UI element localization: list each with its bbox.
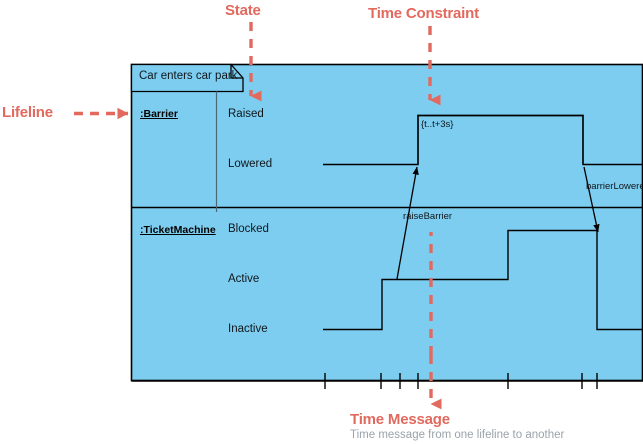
time-axis-ticks <box>324 373 598 389</box>
message-raisebarrier <box>396 166 419 280</box>
lifeline-name-barrier[interactable]: :Barrier <box>140 108 178 120</box>
annotation-label-lifeline: Lifeline <box>2 104 53 121</box>
annotation-label-time-constraint: Time Constraint <box>368 5 479 22</box>
state-label-blocked: Blocked <box>228 223 269 235</box>
state-label-active: Active <box>228 273 260 285</box>
message-label-barrierlowered: barrierLowered <box>586 181 643 192</box>
note-car-enters-car-park <box>130 63 244 93</box>
annotation-caption-time-message: Time message from one lifeline to anothe… <box>350 429 565 441</box>
annotation-label-time-message: Time Message <box>350 411 450 428</box>
time-constraint-label: {t..t+3s} <box>421 119 454 130</box>
state-label-raised: Raised <box>228 108 264 120</box>
message-label-raisebarrier: raiseBarrier <box>403 211 453 222</box>
diagram-frame <box>130 63 643 382</box>
time-axis <box>131 373 643 389</box>
message-barrierlowered <box>583 166 600 233</box>
state-label-inactive: Inactive <box>228 323 268 335</box>
annotation-label-state: State <box>225 2 261 19</box>
state-label-lowered: Lowered <box>228 158 273 170</box>
state-line-ticketmachine <box>323 229 643 331</box>
lifeline-name-ticketmachine[interactable]: :TicketMachine <box>140 224 216 236</box>
lifeline-separators <box>131 91 642 212</box>
note-text: Car enters car park <box>139 70 238 82</box>
time-constraint-box <box>417 114 584 165</box>
